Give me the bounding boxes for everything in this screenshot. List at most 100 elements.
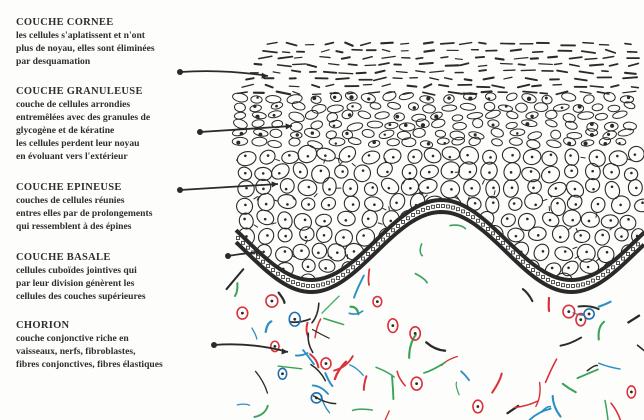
description-line: entres elles par de prolongements: [16, 208, 153, 220]
cell-nucleus: [462, 250, 466, 253]
granular-cell: [468, 136, 481, 147]
cell-nucleus: [510, 186, 514, 190]
flattened-cell: [553, 62, 563, 66]
granular-cell: [485, 109, 501, 119]
cell-nucleus: [610, 170, 613, 174]
granular-cell: [466, 112, 484, 120]
keratin-granule: [258, 132, 263, 137]
basal-cell: [636, 242, 640, 247]
cell-nucleus: [349, 187, 352, 190]
spinous-cell: [293, 213, 313, 231]
connective-fiber: [320, 394, 331, 414]
cell-nucleus: [609, 282, 612, 285]
connective-fiber: [604, 399, 609, 420]
spinous-cell: [236, 197, 254, 215]
spinous-cell: [627, 145, 644, 163]
cell-spine: [384, 158, 387, 164]
basal-cell: [411, 213, 415, 217]
spinous-cell: [551, 225, 570, 243]
connective-fiber: [307, 332, 314, 354]
cell-nucleus: [317, 251, 320, 255]
basal-cell: [466, 212, 470, 216]
spinous-cell: [389, 192, 406, 211]
flattened-cell: [531, 84, 542, 88]
flattened-cell: [602, 55, 615, 59]
basal-cell: [551, 280, 555, 285]
connective-fiber: [349, 364, 364, 376]
flattened-cell: [285, 41, 298, 47]
granular-cell: [561, 92, 577, 102]
spinous-cell: [271, 163, 290, 180]
spinous-cell: [579, 258, 600, 274]
description-line: les cellules perdent leur noyau: [16, 138, 140, 150]
connective-fiber: [367, 268, 371, 286]
granular-cell: [367, 139, 381, 148]
spinous-cell: [297, 144, 318, 164]
granular-cell: [443, 94, 455, 104]
basal-cell: [531, 268, 535, 272]
granular-cell: [612, 110, 628, 119]
connective-fiber: [311, 302, 320, 324]
cell-nucleus: [395, 201, 398, 205]
cell-nucleus: [550, 266, 554, 270]
flattened-cell: [344, 41, 354, 47]
basal-cell: [611, 265, 615, 270]
connective-fiber: [225, 268, 245, 291]
spinous-cell: [594, 229, 610, 246]
cell-nucleus: [245, 186, 248, 190]
connective-fiber: [294, 352, 309, 357]
cell-nucleus: [450, 170, 454, 174]
granular-cell: [622, 121, 637, 131]
description-line: par desquamation: [16, 56, 91, 68]
keratin-granule: [256, 96, 259, 99]
cell-nucleus: [511, 153, 514, 157]
granular-cell: [341, 109, 354, 120]
connective-fiber: [254, 370, 269, 394]
basal-cell: [351, 265, 355, 270]
flattened-cell: [415, 56, 424, 60]
granular-cell: [431, 118, 446, 129]
flattened-cell: [627, 62, 640, 67]
spinous-cell: [311, 164, 331, 184]
cell-nucleus: [549, 153, 553, 157]
cell-nucleus: [319, 169, 323, 173]
spinous-cell: [479, 261, 500, 276]
spinous-cell: [418, 178, 438, 194]
flattened-cell: [463, 78, 473, 82]
spinous-cell: [407, 149, 423, 164]
cell-nucleus: [591, 169, 594, 173]
cell-spine: [423, 194, 428, 199]
basal-cell: [326, 280, 330, 285]
arrow-head: [271, 181, 278, 188]
cell-nucleus: [409, 186, 412, 190]
keratin-granule: [236, 140, 241, 145]
cell-nucleus: [441, 249, 444, 252]
granular-cell: [619, 95, 635, 104]
flattened-cell: [429, 77, 440, 81]
spinous-cell: [343, 195, 360, 213]
arrow-head: [255, 249, 262, 256]
basal-cell: [436, 204, 440, 209]
granular-cell: [526, 139, 541, 150]
basal-cell: [536, 271, 540, 276]
cell-nucleus: [323, 219, 326, 223]
cell-nucleus: [264, 202, 268, 206]
spinous-cell: [503, 162, 521, 181]
keratin-granule: [447, 96, 451, 100]
cell-spine: [363, 276, 369, 280]
cell-nucleus: [526, 217, 529, 221]
spinous-cell: [387, 274, 405, 280]
granular-cell: [580, 139, 595, 147]
connective-fiber: [597, 320, 606, 341]
cell-nucleus: [341, 170, 344, 173]
cell-nucleus: [488, 171, 491, 174]
basal-cell: [421, 207, 425, 212]
cell-nucleus: [609, 219, 613, 222]
leader-dot: [225, 253, 231, 259]
flattened-cell: [630, 86, 640, 89]
connective-fiber: [610, 402, 622, 420]
cell-nucleus: [395, 281, 398, 284]
fibroblast-nucleus: [324, 362, 328, 365]
basal-cell: [496, 236, 500, 240]
flattened-cell: [584, 57, 598, 61]
